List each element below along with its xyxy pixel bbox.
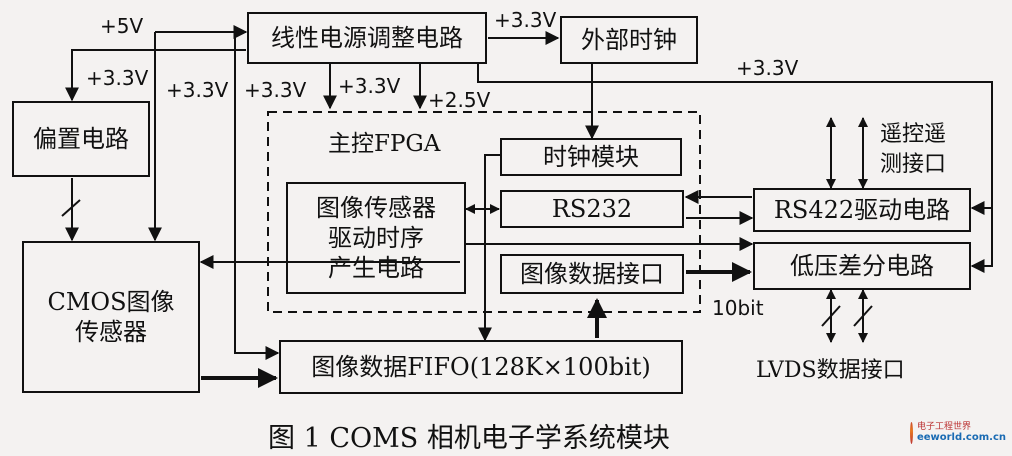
power-regulator-block: 线性电源调整电路 <box>247 12 487 64</box>
bias-circuit-block: 偏置电路 <box>12 101 150 177</box>
clock-module-block: 时钟模块 <box>500 138 682 176</box>
remote-interface-label: 遥控遥 测接口 <box>880 122 947 177</box>
rs232-label: RS232 <box>551 195 633 223</box>
label-plus5v: +5V <box>100 14 144 38</box>
lvds-circuit-label: 低压差分电路 <box>790 252 934 280</box>
label-v33-left: +3.3V <box>86 66 149 90</box>
rs232-block: RS232 <box>500 190 684 228</box>
label-v33-right: +3.3V <box>736 56 799 80</box>
eeworld-watermark: 电子工程世界 eeworld.com.cn <box>910 416 1006 450</box>
clock-module-label: 时钟模块 <box>543 143 639 171</box>
fifo-label: 图像数据FIFO(128K×100bit) <box>311 353 651 381</box>
power-regulator-label: 线性电源调整电路 <box>271 24 463 52</box>
external-clock-block: 外部时钟 <box>560 16 698 64</box>
watermark-line1: 电子工程世界 <box>916 421 971 432</box>
eeworld-logo-icon <box>910 422 913 444</box>
sensor-driver-label: 图像传感器 驱动时序 产生电路 <box>316 194 436 282</box>
external-clock-label: 外部时钟 <box>581 26 677 54</box>
label-v33-b: +3.3V <box>244 78 307 102</box>
label-v25: +2.5V <box>428 88 491 112</box>
label-10bit: 10bit <box>712 296 764 320</box>
lvds-circuit-block: 低压差分电路 <box>753 242 971 290</box>
fpga-label: 主控FPGA <box>328 131 441 157</box>
label-v33-a: +3.3V <box>166 78 229 102</box>
rs422-driver-block: RS422驱动电路 <box>753 188 971 232</box>
bias-circuit-label: 偏置电路 <box>33 125 129 153</box>
rs422-driver-label: RS422驱动电路 <box>773 196 951 224</box>
image-data-interface-label: 图像数据接口 <box>520 260 664 288</box>
watermark-line2: eeworld.com.cn <box>916 432 1006 444</box>
fifo-block: 图像数据FIFO(128K×100bit) <box>279 340 683 394</box>
label-v33-top: +3.3V <box>494 8 557 32</box>
lvds-interface-label: LVDS数据接口 <box>756 358 905 383</box>
figure-caption: 图 1 COMS 相机电子学系统模块 <box>268 423 670 454</box>
cmos-sensor-block: CMOS图像 传感器 <box>22 241 200 393</box>
image-data-interface-block: 图像数据接口 <box>500 254 684 294</box>
cmos-sensor-label: CMOS图像 传感器 <box>47 288 175 346</box>
label-v33-c: +3.3V <box>338 74 401 98</box>
sensor-driver-block: 图像传感器 驱动时序 产生电路 <box>286 182 466 294</box>
